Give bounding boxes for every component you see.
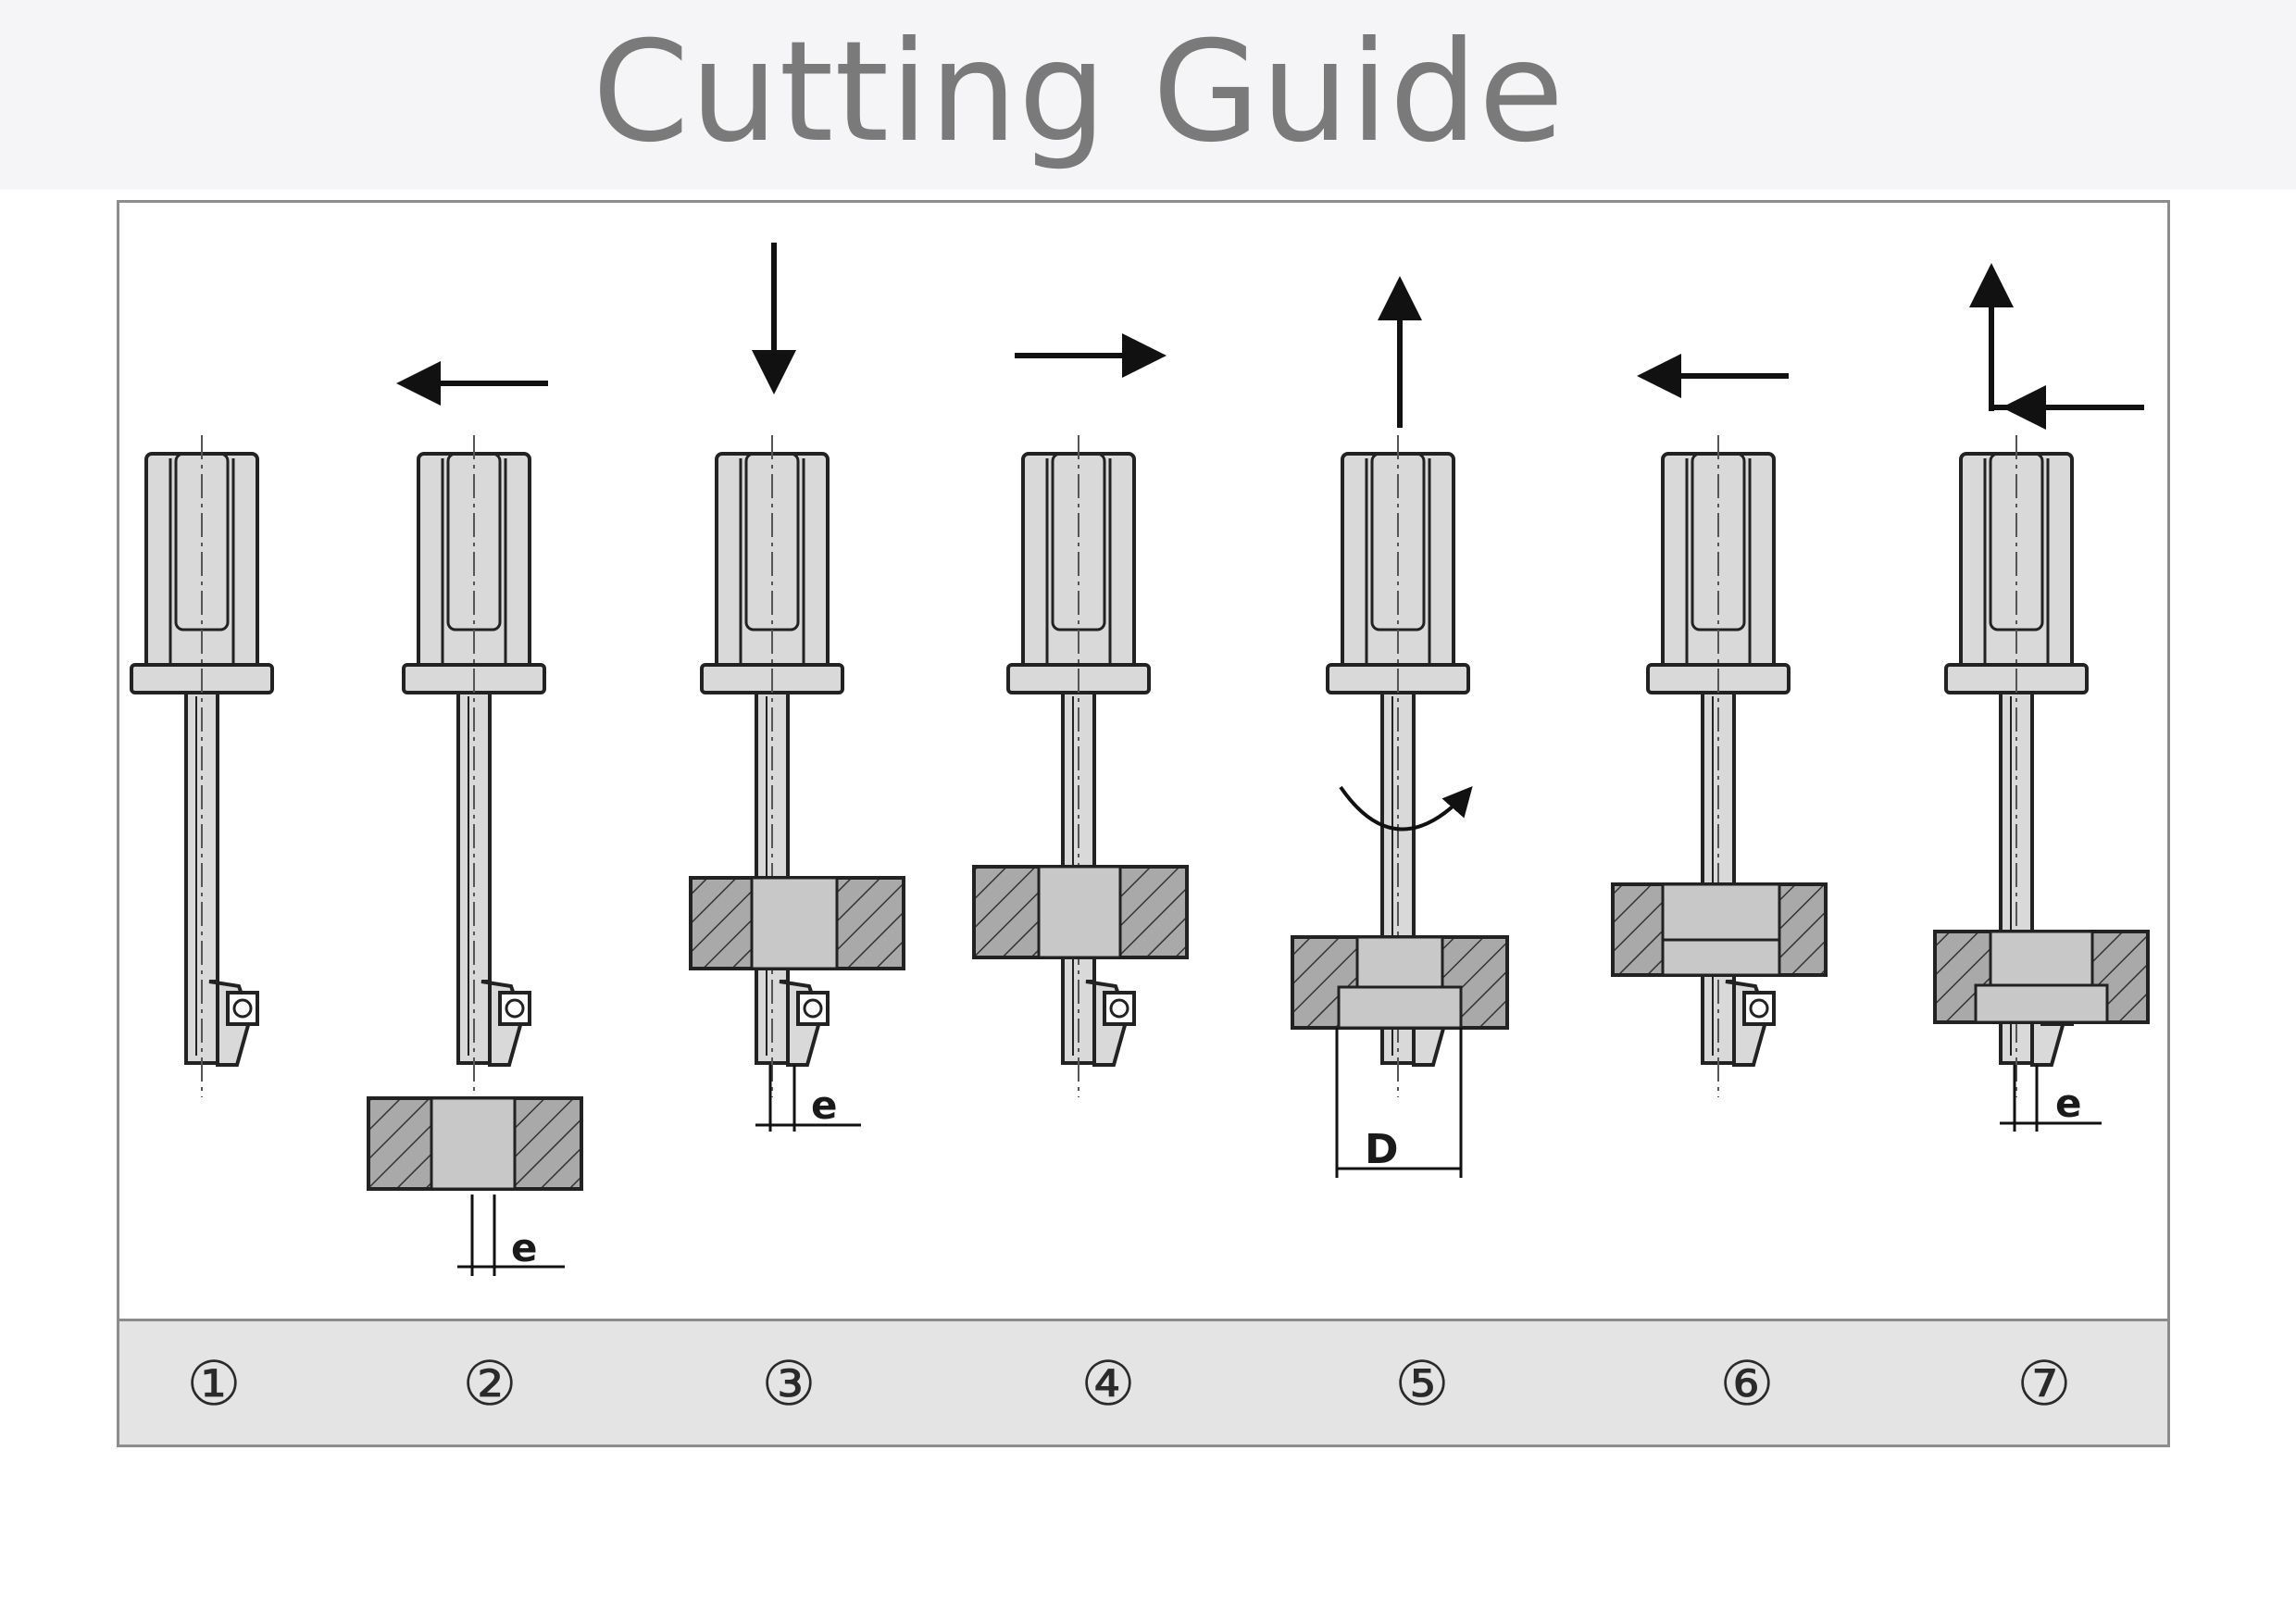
workpiece-7 bbox=[1933, 930, 2150, 1024]
title-band bbox=[0, 0, 2296, 190]
step-label-6: ⑥ bbox=[1719, 1348, 1775, 1420]
step-label-5: ⑤ bbox=[1394, 1348, 1450, 1420]
dimension-e-3 bbox=[755, 1065, 861, 1132]
cutting-insert bbox=[498, 991, 531, 1026]
counterbore bbox=[1661, 938, 1781, 977]
boring-tool-2 bbox=[402, 435, 546, 1097]
workpiece-4 bbox=[972, 865, 1189, 959]
dimension-e-2 bbox=[457, 1194, 565, 1276]
step-label-7: ⑦ bbox=[2016, 1348, 2072, 1420]
cutting-insert bbox=[1742, 991, 1776, 1026]
rotation-arrow bbox=[1339, 785, 1473, 832]
step-label-1: ① bbox=[186, 1348, 242, 1420]
step-label-4: ④ bbox=[1080, 1348, 1136, 1420]
bore bbox=[430, 1096, 517, 1191]
boring-tool-3 bbox=[700, 435, 844, 1097]
boring-tool-6 bbox=[1646, 435, 1791, 1097]
boring-tool-4 bbox=[1006, 435, 1151, 1097]
bore bbox=[750, 876, 839, 970]
cutting-insert bbox=[1103, 991, 1136, 1026]
label-e-3: e bbox=[811, 1082, 838, 1128]
counterbore bbox=[1974, 983, 2109, 1024]
workpiece-6 bbox=[1611, 882, 1828, 977]
label-e-2: e bbox=[511, 1225, 538, 1270]
label-e-7: e bbox=[2055, 1081, 2082, 1126]
cutting-insert bbox=[796, 991, 830, 1026]
label-d-5: D bbox=[1365, 1126, 1399, 1173]
step-label-3: ③ bbox=[761, 1348, 817, 1420]
workpiece-2 bbox=[367, 1096, 583, 1191]
boring-tool-1 bbox=[130, 435, 274, 1097]
page-title: Cutting Guide bbox=[592, 12, 1566, 173]
workpiece-5 bbox=[1291, 935, 1509, 1030]
dimension-e-7 bbox=[2000, 1065, 2102, 1132]
counterbore bbox=[1337, 985, 1463, 1030]
step-number-band bbox=[117, 1319, 2170, 1447]
workpiece-3 bbox=[689, 876, 905, 970]
cutting-insert bbox=[226, 991, 259, 1026]
bore bbox=[1037, 865, 1122, 959]
step-label-2: ② bbox=[462, 1348, 518, 1420]
dimension-d-5 bbox=[1335, 1028, 1463, 1178]
